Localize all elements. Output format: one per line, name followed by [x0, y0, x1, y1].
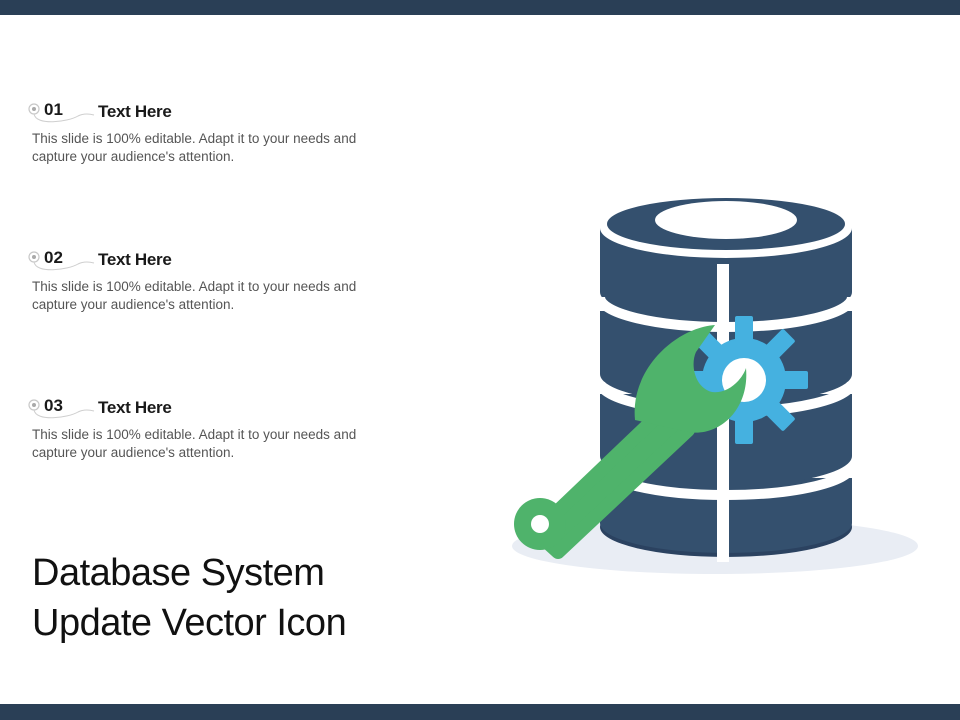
- database-icon: [595, 198, 857, 562]
- list-item-3: 03 Text Here This slide is 100% editable…: [28, 396, 388, 476]
- database-illustration: [512, 198, 918, 574]
- item-heading: Text Here: [98, 250, 172, 269]
- top-accent-bar: [0, 0, 960, 15]
- item-heading: Text Here: [98, 102, 172, 121]
- bottom-accent-bar: [0, 704, 960, 720]
- item-body: This slide is 100% editable. Adapt it to…: [32, 427, 357, 460]
- bullet-swirl-icon: [28, 251, 95, 271]
- item-body: This slide is 100% editable. Adapt it to…: [32, 279, 357, 312]
- item-body: This slide is 100% editable. Adapt it to…: [32, 131, 357, 164]
- wrench-icon: [514, 325, 747, 559]
- slide-title: Database System Update Vector Icon: [32, 552, 347, 644]
- bullet-swirl-icon: [28, 103, 95, 123]
- item-number: 02: [44, 248, 63, 267]
- list-item-1: 01 Text Here This slide is 100% editable…: [28, 100, 388, 180]
- item-number: 03: [44, 396, 63, 415]
- item-heading: Text Here: [98, 398, 172, 417]
- list-item-2: 02 Text Here This slide is 100% editable…: [28, 248, 388, 328]
- item-number: 01: [44, 100, 63, 119]
- bullet-swirl-icon: [28, 399, 95, 419]
